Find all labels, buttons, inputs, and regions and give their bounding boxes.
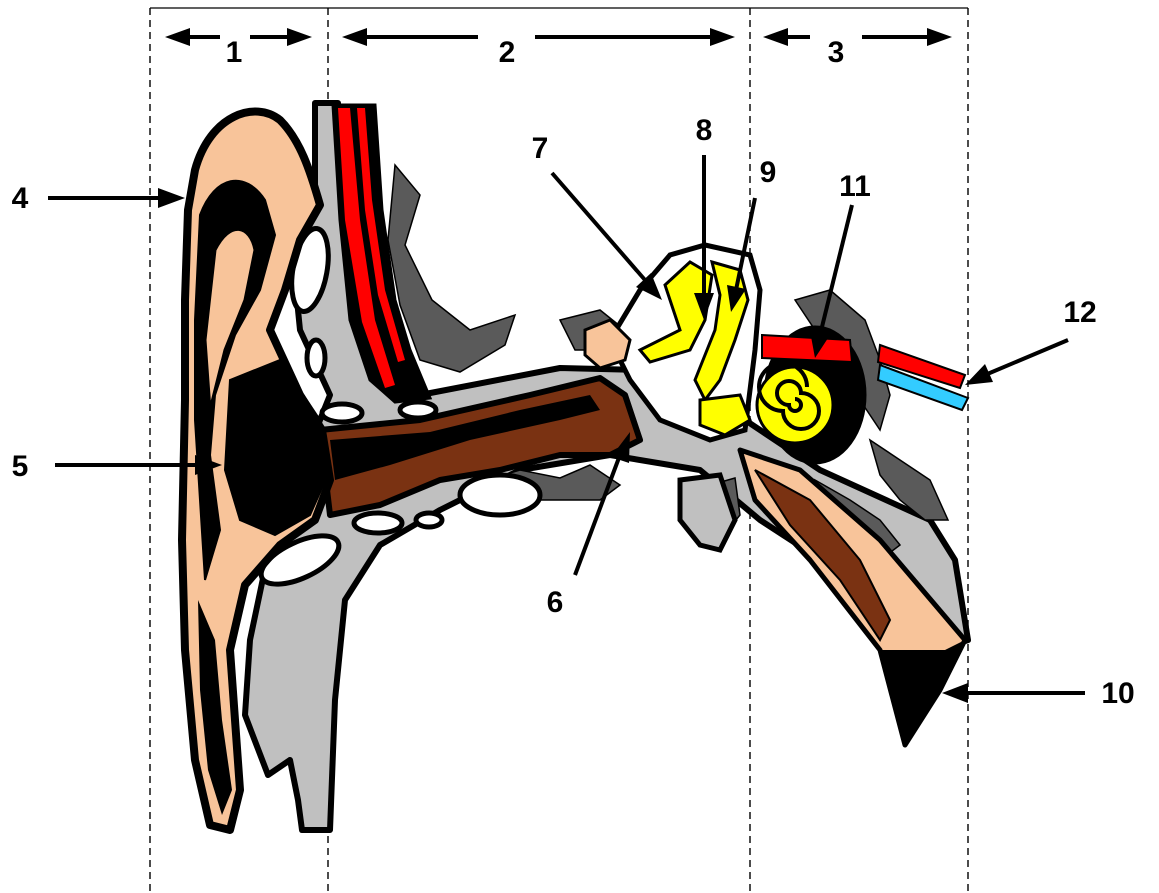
region-label-3: 3	[828, 36, 845, 69]
region-labels: 1 2 3	[226, 36, 845, 69]
callout-label-8: 8	[696, 114, 713, 147]
arrowhead	[965, 364, 993, 385]
arrowhead	[158, 188, 185, 208]
callout-label-11: 11	[839, 170, 871, 203]
vestibular-nerve	[762, 335, 852, 362]
callout-label-12: 12	[1063, 296, 1096, 329]
span-arrowhead	[165, 28, 190, 46]
callout-label-6: 6	[547, 586, 564, 619]
region-label-2: 2	[499, 36, 516, 69]
span-arrowhead	[342, 28, 367, 46]
callout-label-5: 5	[12, 450, 29, 483]
arrowhead	[942, 683, 968, 703]
callout-arrow-12	[985, 340, 1068, 375]
span-arrowhead	[287, 28, 312, 46]
span-arrowhead	[927, 28, 952, 46]
auditory-nerve	[878, 345, 968, 410]
callout-arrow-7	[552, 173, 645, 280]
callout-label-10: 10	[1101, 677, 1134, 710]
span-arrowhead	[763, 28, 788, 46]
callout-label-9: 9	[760, 156, 777, 189]
region-label-1: 1	[226, 36, 243, 69]
callout-label-4: 4	[12, 182, 29, 215]
span-arrowhead	[710, 28, 735, 46]
callout-label-7: 7	[532, 132, 549, 165]
